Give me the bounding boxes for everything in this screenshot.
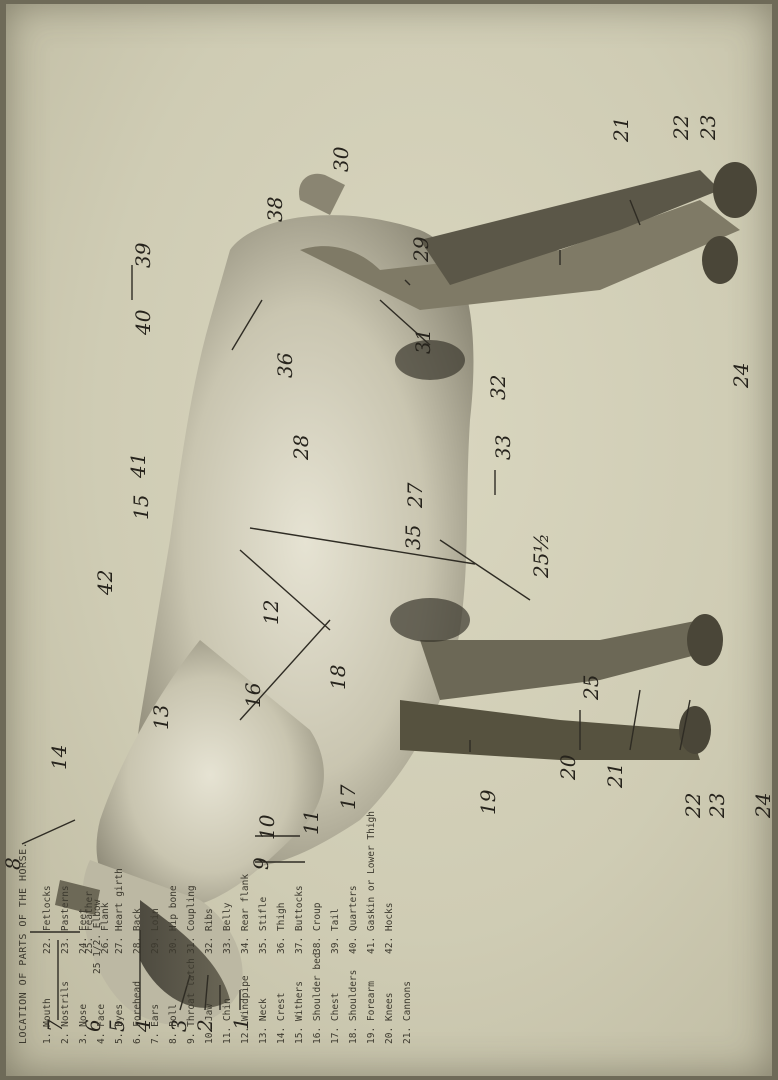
legend-cell: 27. Heart girth — [114, 824, 125, 954]
label-17: 17 — [336, 784, 360, 810]
label-28: 28 — [289, 435, 313, 461]
label-20: 20 — [556, 754, 580, 781]
label-30: 30 — [329, 146, 353, 172]
label-35: 35 — [401, 525, 425, 550]
label-31: 31 — [411, 329, 435, 354]
legend-cell: 36. Thigh — [276, 824, 287, 954]
label-23-hind: 23 — [696, 115, 720, 141]
legend-cell: 38. Croup — [312, 824, 323, 954]
legend-cell: 21. Cannons — [402, 914, 413, 1044]
label-23-front: 23 — [705, 793, 729, 819]
legend-cell: 41. Gaskin or Lower Thigh — [366, 824, 377, 954]
label-27: 27 — [403, 482, 427, 509]
legend-cell: 40. Quarters — [348, 824, 359, 954]
label-38: 38 — [263, 197, 287, 222]
label-24-hind: 24 — [729, 363, 753, 389]
legend-cell: 32. Ribs — [204, 824, 215, 954]
label-12: 12 — [259, 600, 283, 625]
label-18: 18 — [326, 665, 350, 690]
legend-cell: 33. Belly — [222, 824, 233, 954]
legend-cell: 29. Loin — [150, 824, 161, 954]
label-33: 33 — [491, 435, 515, 460]
legend-row: 21. Cannons — [398, 814, 416, 1064]
legend-cell: 31. Coupling — [186, 824, 197, 954]
legend-cell: 30. Hip bone — [168, 824, 179, 954]
label-21-hind: 21 — [609, 117, 633, 143]
label-21-front: 21 — [603, 763, 627, 789]
parts-legend: LOCATION OF PARTS OF THE HORSE. 1. Mouth… — [12, 24, 192, 1064]
legend-cell: 23. Pasterns — [60, 824, 71, 954]
label-16: 16 — [241, 682, 265, 708]
legend-cell: 39. Tail — [330, 824, 341, 954]
legend-cell: 28. Back — [132, 824, 143, 954]
legend-cell: 42. Hocks — [384, 824, 395, 954]
legend-cell: 35. Stifle — [258, 824, 269, 954]
label-19: 19 — [476, 789, 500, 815]
legend-cell: 22. Fetlocks — [42, 824, 53, 954]
label-25: 25 — [579, 675, 603, 701]
legend-cell: 34. Rear flank — [240, 824, 251, 954]
label-25-half: 25½ — [529, 533, 553, 579]
label-22-front: 22 — [681, 793, 705, 819]
label-24-front: 24 — [751, 793, 775, 819]
legend-cell: 37. Buttocks — [294, 824, 305, 954]
label-29: 29 — [409, 236, 433, 263]
label-32: 32 — [486, 375, 510, 400]
label-36: 36 — [273, 352, 297, 378]
legend-title: LOCATION OF PARTS OF THE HORSE. — [18, 842, 29, 1044]
label-22-hind: 22 — [669, 115, 693, 141]
